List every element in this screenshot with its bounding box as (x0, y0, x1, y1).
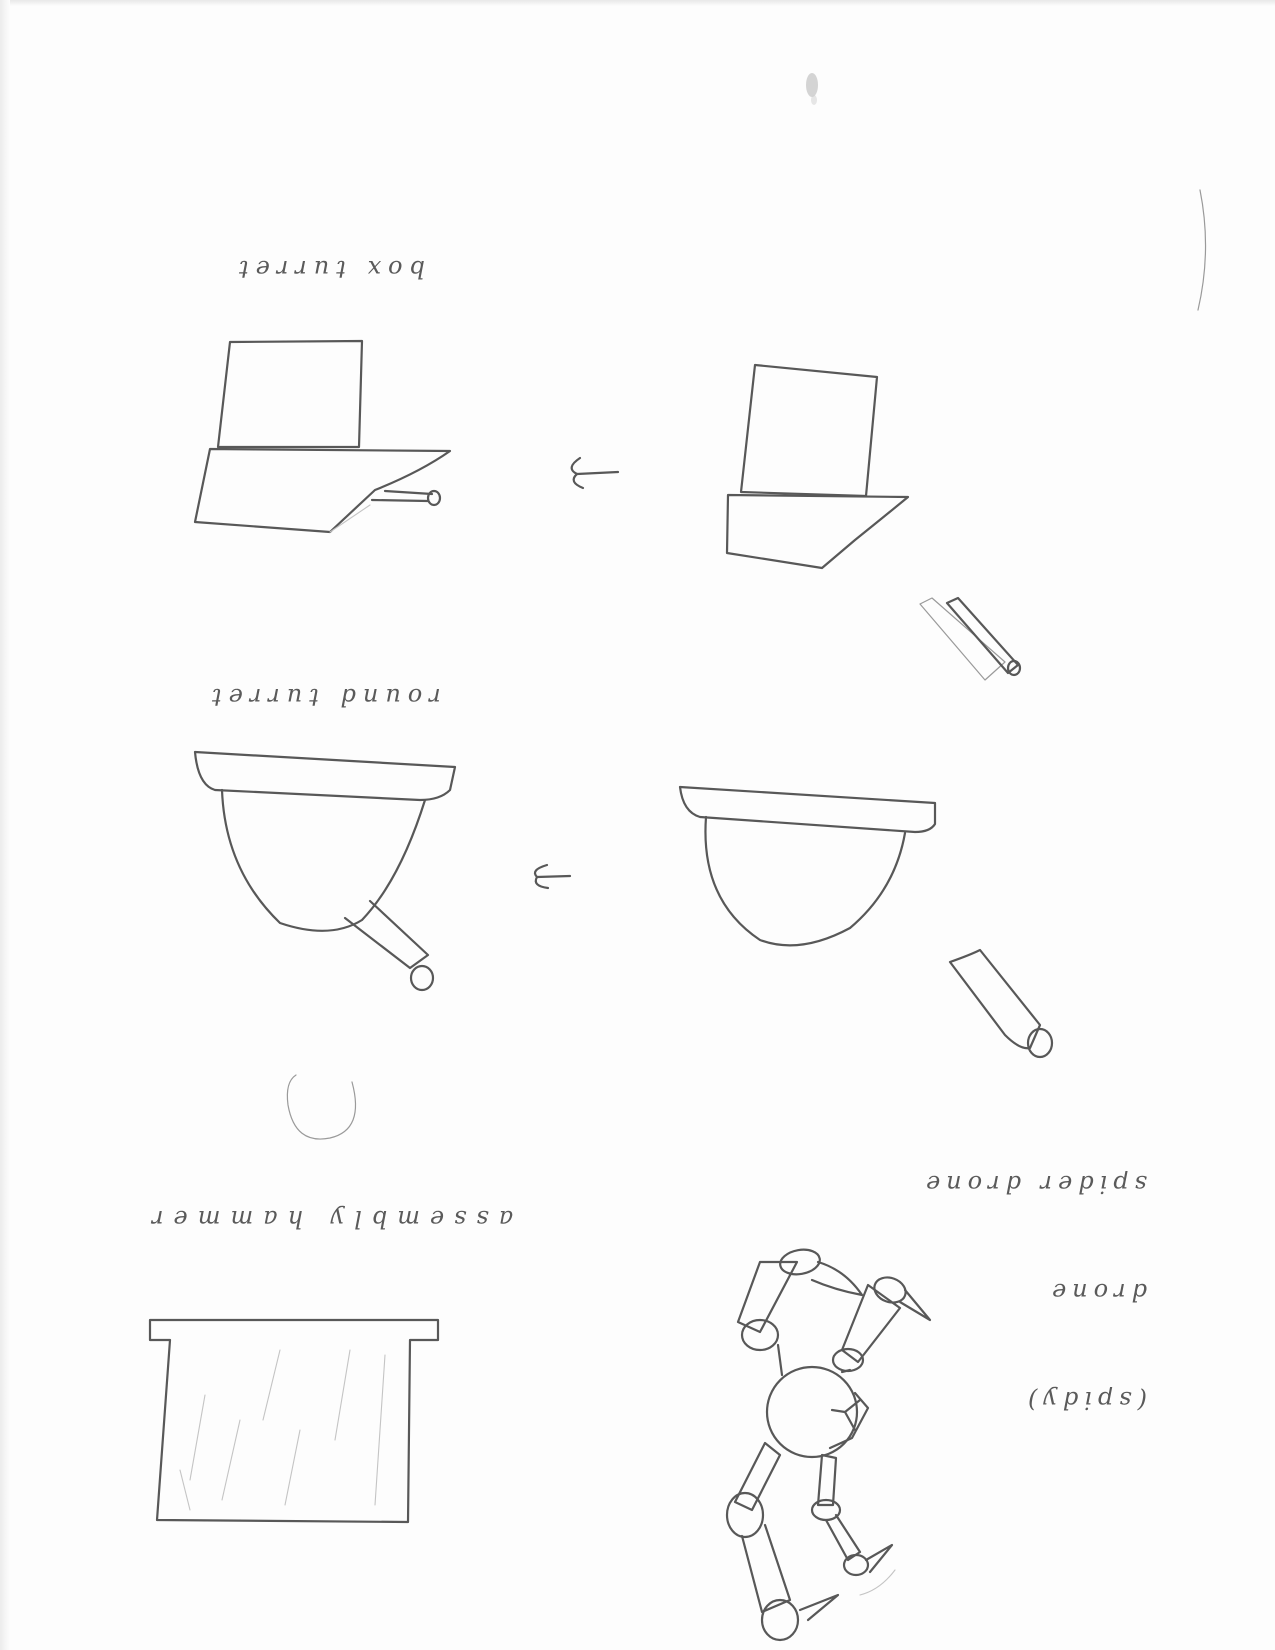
box-turret-barrel (920, 598, 1020, 680)
round-turret-parts (680, 787, 935, 945)
smudge-mark (806, 73, 818, 105)
box-turret-assembled (195, 341, 450, 532)
round-turret-assembled (195, 752, 455, 990)
assembly-hammer (150, 1320, 438, 1522)
page-edge-arc (1198, 190, 1206, 310)
arrow-round-turret (535, 865, 570, 888)
round-turret-barrel (950, 950, 1052, 1057)
faint-circle (287, 1075, 355, 1139)
arrow-box-turret (572, 458, 618, 488)
box-turret-parts (727, 365, 908, 568)
spider-drone (727, 1247, 930, 1640)
